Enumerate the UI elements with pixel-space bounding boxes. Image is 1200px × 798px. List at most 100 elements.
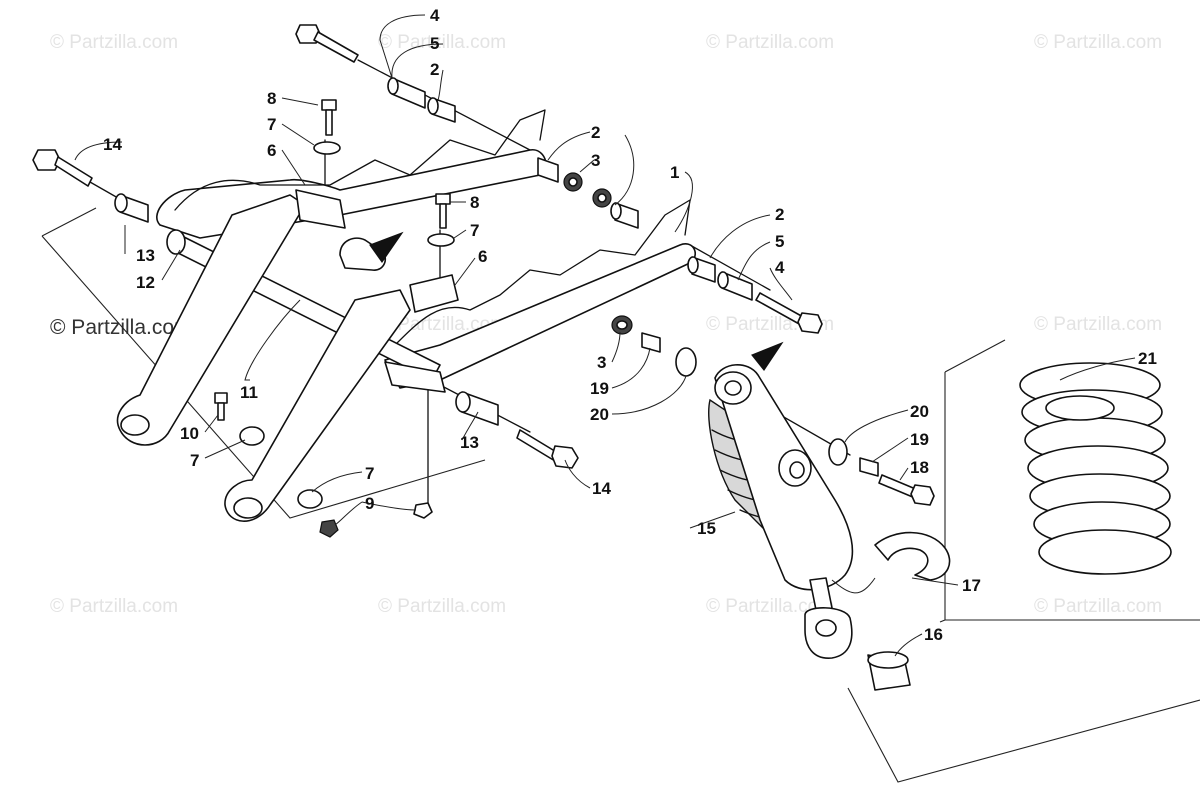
callout-9: 9 (365, 494, 374, 513)
callout-13: 13 (136, 246, 155, 265)
callout-6: 6 (478, 247, 487, 266)
spring-frame-box (939, 339, 1200, 623)
shock-absorber (708, 364, 854, 659)
callout-21: 21 (1138, 349, 1157, 368)
callout-3: 3 (597, 353, 606, 372)
watermark-text: © Partzilla.com (706, 32, 834, 53)
washer-19-right (859, 457, 879, 477)
nut-9-b (413, 502, 433, 519)
torque-arm-right (224, 289, 411, 522)
callout-8: 8 (470, 193, 479, 212)
callout-13: 13 (460, 433, 479, 452)
callout-7: 7 (470, 221, 479, 240)
watermark-text: © Partzilla.com (378, 596, 506, 617)
bolt-8-left (321, 99, 337, 136)
callout-15: 15 (697, 519, 716, 538)
shock-frame-lines (847, 687, 1200, 783)
watermark-layer: © Partzilla.com © Partzilla.com © Partzi… (50, 32, 1162, 617)
washer-7-bottom-b (297, 489, 323, 509)
callout-12: 12 (136, 273, 155, 292)
torque-arm-left (116, 194, 306, 446)
mount-bracket-left (295, 189, 346, 229)
callout-19: 19 (910, 430, 929, 449)
callout-4: 4 (775, 258, 785, 277)
bushing-2-top-end (427, 97, 439, 115)
bushing-2-mid-b-end (610, 202, 622, 220)
washer-19-left (641, 332, 661, 353)
forward-arrow-icon (369, 231, 404, 264)
washer-7-left (313, 141, 341, 155)
bolt-10 (214, 392, 228, 421)
bushing-2-mid-a (537, 157, 559, 183)
nut-3-shock-hole (616, 320, 628, 330)
watermark-main-text: © Partzilla.com (50, 316, 192, 339)
callout-7: 7 (267, 115, 276, 134)
cross-shaft-end (166, 229, 186, 255)
bolt-top-left (295, 24, 359, 63)
washer-7-right (427, 233, 455, 247)
callout-14: 14 (592, 479, 611, 498)
callout-19: 19 (590, 379, 609, 398)
callout-7: 7 (190, 451, 199, 470)
watermark-text: © Partzilla.com (378, 32, 506, 53)
callout-2: 2 (775, 205, 784, 224)
pivot-bolt-right (516, 429, 579, 469)
bottom-cross-plate (384, 361, 446, 393)
bolt-top-right (755, 292, 823, 334)
callout-4: 4 (430, 6, 440, 25)
callout-16: 16 (924, 625, 943, 644)
watermark-text: © Partzilla.com (706, 596, 834, 617)
callout-7: 7 (365, 464, 374, 483)
o-ring-20-left (675, 347, 697, 377)
swing-arm-lower-right (384, 243, 696, 389)
watermark-text: © Partzilla.com (1034, 596, 1162, 617)
spacer-5-right-end (717, 271, 729, 289)
watermark-text: © Partzilla.com (50, 32, 178, 53)
callout-14: 14 (103, 135, 122, 154)
lower-wavy-rail (394, 199, 691, 346)
callout-labels: 4 5 2 2 3 1 2 5 4 8 7 6 8 7 6 14 13 12 1… (103, 6, 1157, 644)
watermark-text: © Partzilla.com (50, 596, 178, 617)
forward-arrow-icon (751, 341, 784, 372)
spacer-5-top-end (387, 77, 399, 95)
callout-20: 20 (910, 402, 929, 421)
watermark-text: © Partzilla.com (1034, 314, 1162, 335)
swing-arm-frame-box (41, 207, 486, 519)
bushing-2-right-end (687, 256, 699, 274)
coil-spring (1019, 362, 1172, 575)
callout-2: 2 (591, 123, 600, 142)
callout-17: 17 (962, 576, 981, 595)
bushing-16-end (867, 651, 909, 669)
bolt-18 (878, 474, 935, 506)
o-ring-20-right (828, 438, 848, 466)
callout-5: 5 (430, 34, 439, 53)
mount-bracket-right (409, 274, 459, 313)
bolt-8-right (435, 193, 451, 229)
bushing-13-left (114, 193, 149, 223)
upper-wavy-rail (174, 109, 546, 211)
leader-lines (74, 14, 1136, 657)
pivot-bolt-left (32, 149, 93, 187)
spring-retainer (874, 531, 951, 581)
washer-7-bottom-a (239, 426, 265, 446)
callout-20: 20 (590, 405, 609, 424)
nut-9-a (319, 519, 339, 538)
torque-arm-right-bushing (233, 497, 263, 519)
callout-11: 11 (240, 383, 258, 402)
callout-5: 5 (775, 232, 784, 251)
bushing-13-right (455, 391, 499, 426)
watermark-text: © Partzilla.com (1034, 32, 1162, 53)
callout-3: 3 (591, 151, 600, 170)
callout-1: 1 (670, 163, 679, 182)
nut-3-mid-a-hole (568, 177, 578, 187)
callout-10: 10 (180, 424, 199, 443)
nut-3-mid-b-hole (597, 193, 607, 203)
torque-arm-left-bushing (120, 414, 150, 436)
swing-arm-upper-left (156, 148, 547, 239)
callout-8: 8 (267, 89, 276, 108)
callout-6: 6 (267, 141, 276, 160)
parts-line-art (32, 24, 1200, 783)
callout-2: 2 (430, 60, 439, 79)
callout-18: 18 (910, 458, 929, 477)
